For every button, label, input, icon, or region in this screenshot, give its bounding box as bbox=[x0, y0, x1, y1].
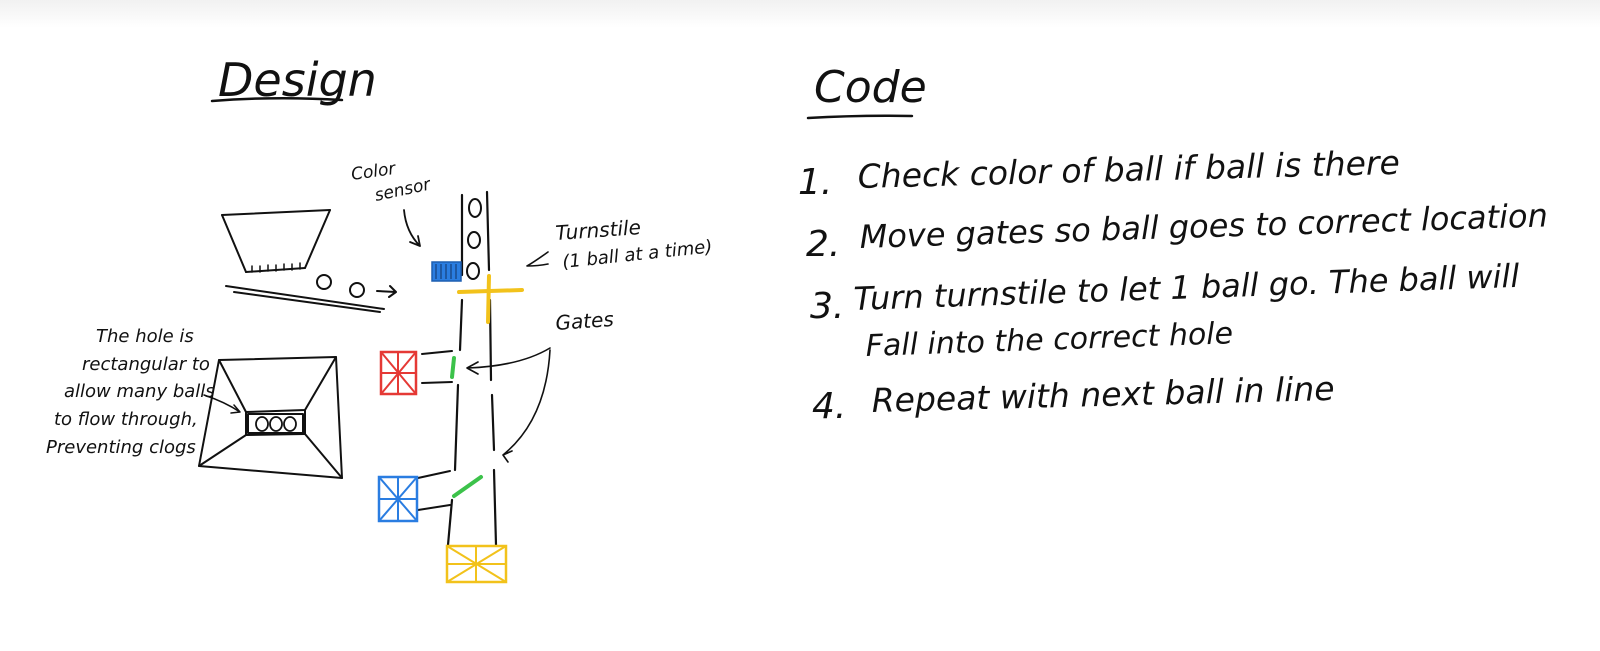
hole-note-line-2: rectangular to bbox=[82, 354, 210, 375]
code-title: Code bbox=[814, 62, 927, 113]
gates-label: Gates bbox=[466, 307, 615, 463]
step-3-line-1: Turn turnstile to let 1 ball go. The bal… bbox=[853, 257, 1520, 318]
hole-box-drawing bbox=[198, 356, 343, 479]
hole-note-line-3: allow many balls bbox=[64, 381, 215, 402]
turnstile-drawing bbox=[457, 274, 524, 324]
code-title-underline bbox=[806, 114, 914, 120]
turnstile-label: Turnstile (1 ball at a time) bbox=[526, 215, 713, 273]
color-sensor-label-line-1: Color bbox=[350, 159, 398, 185]
color-sensor-block bbox=[431, 261, 462, 282]
yellow-bin bbox=[445, 544, 508, 584]
step-1-number: 1. bbox=[798, 162, 832, 203]
hole-note-line-5: Preventing clogs bbox=[46, 437, 196, 458]
red-bin bbox=[379, 350, 418, 396]
design-title-underline bbox=[210, 96, 344, 103]
step-3-line-2: Fall into the correct hole bbox=[865, 316, 1234, 364]
chute-drawing bbox=[417, 190, 498, 547]
hole-note-line-4: to flow through, bbox=[54, 409, 198, 430]
turnstile-label-text: Turnstile bbox=[555, 215, 642, 245]
blue-bin bbox=[377, 475, 419, 523]
gates-drawing bbox=[450, 356, 483, 498]
hopper-drawing bbox=[221, 209, 397, 313]
gates-label-text: Gates bbox=[555, 307, 615, 335]
step-4-line-1: Repeat with next ball in line bbox=[871, 369, 1335, 420]
step-2-number: 2. bbox=[806, 224, 840, 265]
step-3-number: 3. bbox=[810, 286, 844, 327]
hole-note-line-1: The hole is bbox=[96, 326, 194, 347]
step-2-line-1: Move gates so ball goes to correct locat… bbox=[859, 196, 1548, 256]
hole-note: The hole is rectangular to allow many ba… bbox=[46, 326, 215, 458]
color-sensor-label: Color sensor bbox=[350, 159, 433, 247]
step-1-line-1: Check color of ball if ball is there bbox=[857, 143, 1400, 196]
step-4-number: 4. bbox=[812, 386, 846, 427]
code-steps: 1. Check color of ball if ball is there … bbox=[798, 143, 1548, 427]
